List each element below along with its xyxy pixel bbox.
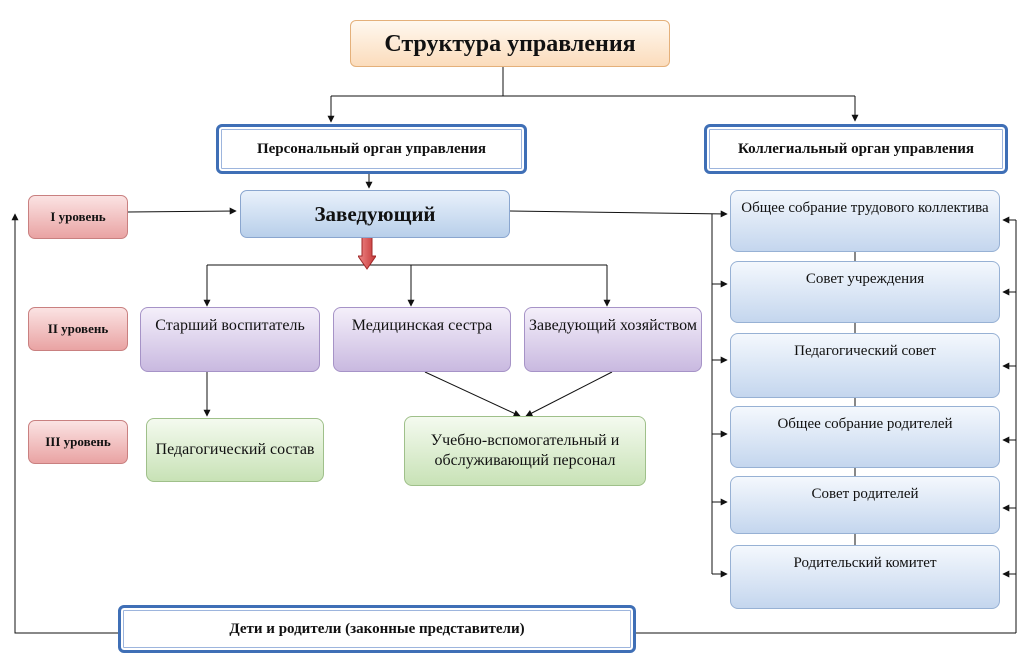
level-1-label: I уровень — [28, 195, 128, 239]
connector-head-council — [509, 210, 728, 218]
housekeeper-box: Заведующий хозяйством — [524, 307, 702, 372]
red-down-arrow-icon — [358, 236, 376, 270]
collegial-organ-box: Коллегиальный орган управления — [704, 124, 1008, 174]
connector-bottom-left — [11, 213, 118, 634]
council-general-meeting-parents: Общее собрание родителей — [730, 406, 1000, 468]
level-2-label: II уровень — [28, 307, 128, 351]
connector-nurse-to-support — [424, 371, 521, 417]
personal-organ-box: Персональный орган управления — [216, 124, 527, 174]
council-parent-committee: Родительский комитет — [730, 545, 1000, 609]
diagram-title: Структура управления — [350, 20, 670, 67]
connector-house-to-support — [525, 371, 613, 417]
support-staff-box: Учебно-вспомогательный и обслуживающий п… — [404, 416, 646, 486]
connector-level1-head — [127, 207, 237, 215]
council-general-meeting-staff: Общее собрание трудового коллектива — [730, 190, 1000, 252]
children-parents-box: Дети и родители (законные представители) — [118, 605, 636, 653]
level-3-label: III уровень — [28, 420, 128, 464]
pedagogical-staff-box: Педагогический состав — [146, 418, 324, 482]
nurse-box: Медицинская сестра — [333, 307, 511, 372]
head-box: Заведующий — [240, 190, 510, 238]
council-parents: Совет родителей — [730, 476, 1000, 534]
council-institution: Совет учреждения — [730, 261, 1000, 323]
senior-teacher-box: Старший воспитатель — [140, 307, 320, 372]
council-pedagogical: Педагогический совет — [730, 333, 1000, 398]
